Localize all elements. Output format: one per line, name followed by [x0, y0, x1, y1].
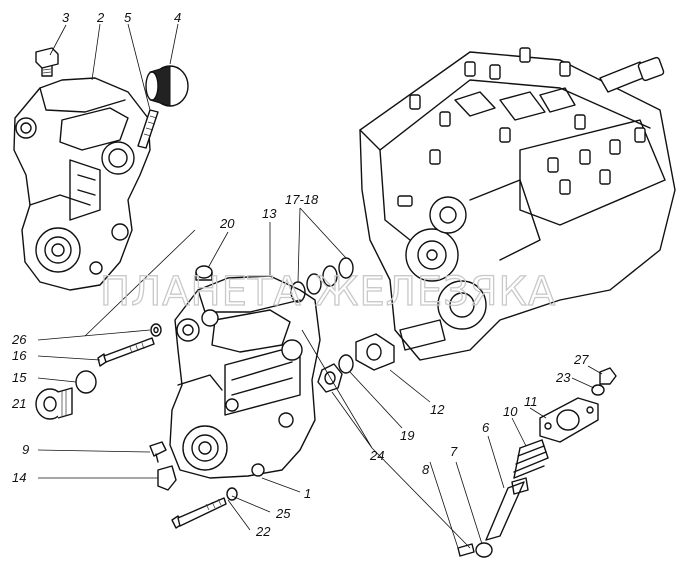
- washer-19: [338, 354, 354, 374]
- callout-15: 15: [12, 370, 27, 385]
- washer-26: [150, 323, 162, 337]
- washer-23: [591, 384, 605, 396]
- callout-14: 14: [12, 470, 26, 485]
- callout-5: 5: [124, 10, 132, 25]
- callout-7: 7: [450, 444, 458, 459]
- bushing-7: [475, 542, 493, 558]
- callout-10: 10: [503, 404, 518, 419]
- callout-19: 19: [400, 428, 414, 443]
- watermark: ПЛАНЕТА ЖЕЛЕЗЯКА: [100, 269, 556, 315]
- callout-13: 13: [262, 206, 277, 221]
- callout-24: 24: [369, 448, 384, 463]
- pin-8: [457, 543, 475, 557]
- stud-5: [137, 109, 159, 149]
- callout-8: 8: [422, 462, 430, 477]
- callout-23: 23: [555, 370, 571, 385]
- front-housing: [169, 275, 321, 479]
- callout-12: 12: [430, 402, 445, 417]
- callout-20: 20: [219, 216, 235, 231]
- ring-15: [75, 370, 97, 394]
- plug-3: [35, 47, 59, 77]
- callout-22: 22: [255, 524, 271, 539]
- callout-9: 9: [22, 442, 29, 457]
- plug-20: [195, 265, 213, 281]
- bolt-16: [97, 337, 155, 367]
- bolt-22: [171, 497, 227, 529]
- screw-9: [149, 441, 167, 463]
- plug-14: [157, 465, 177, 491]
- sleeve-12: [355, 333, 395, 371]
- engine-block: [359, 47, 676, 361]
- callout-3: 3: [62, 10, 70, 25]
- callout-25: 25: [275, 506, 291, 521]
- callout-11: 11: [524, 394, 538, 409]
- callout-26: 26: [11, 332, 27, 347]
- callout-2: 2: [96, 10, 105, 25]
- seal-rings-17-18: [290, 257, 354, 303]
- washer-25: [226, 487, 238, 501]
- bearing-4: [145, 65, 189, 107]
- callout-27: 27: [573, 352, 589, 367]
- cap-21: [35, 387, 73, 420]
- callout-1: 1: [304, 486, 311, 501]
- nut-27: [599, 367, 617, 385]
- callout-labels: 3 2 5 4 20 13 17-18 26 16 15 21 9 14 1 2…: [11, 10, 589, 539]
- callout-17-18: 17-18: [285, 192, 319, 207]
- upper-left-housing: [13, 77, 151, 291]
- rod-6: [485, 477, 529, 541]
- leader-lines: [37, 23, 603, 549]
- flange-11: [539, 397, 599, 443]
- callout-4: 4: [174, 10, 181, 25]
- spring-10: [513, 439, 549, 479]
- callout-6: 6: [482, 420, 490, 435]
- callout-16: 16: [12, 348, 27, 363]
- nut-24: [317, 363, 343, 393]
- callout-21: 21: [11, 396, 26, 411]
